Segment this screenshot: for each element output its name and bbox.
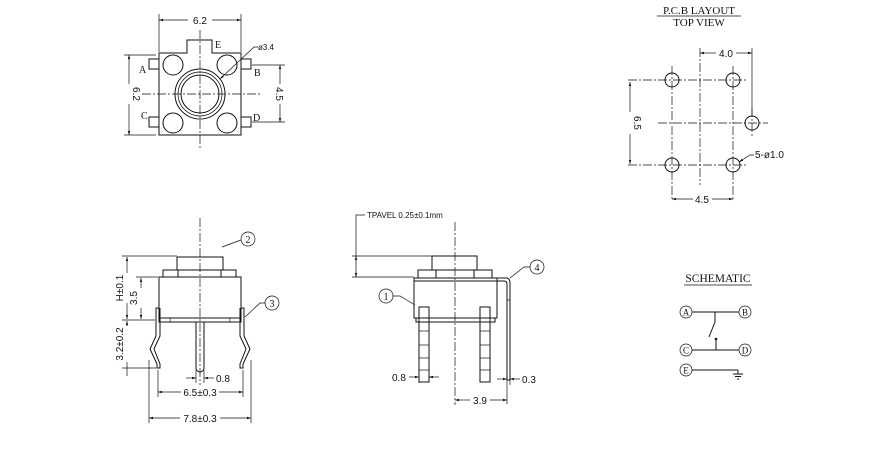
pin-label-c: C (141, 111, 148, 122)
pin-label-b: B (254, 68, 261, 79)
terminal-thickness: 0.3 (522, 375, 536, 386)
callout-3-label: 3 (270, 299, 275, 310)
callout-3 (264, 295, 280, 311)
travel-label: TPAVEL 0.25±0.1mm (367, 211, 443, 220)
pin-label-a: A (139, 65, 147, 76)
front-lead-width: 0.8 (216, 374, 230, 385)
front-pitch-dim: 6.5±0.3 (183, 388, 217, 399)
node-a-label: A (683, 308, 690, 318)
callout-4-label: 4 (535, 263, 540, 274)
pcb-hole-spec: 5-ø1.0 (755, 150, 784, 161)
pcb-subtitle: TOP VIEW (673, 17, 725, 29)
top-pitch-dim: 4.5 (273, 87, 284, 101)
pcb-layout: P.C.B LAYOUT TOP VIEW 4.0 6.5 4.5 5-ø1.0 (628, 5, 784, 206)
schematic-title: SCHEMATIC (685, 273, 751, 285)
node-d (738, 343, 752, 357)
node-d-label: D (742, 346, 749, 356)
schematic: SCHEMATIC A B C D E (679, 273, 752, 380)
button-diameter: ø3.4 (258, 43, 275, 52)
node-b-label: B (742, 308, 748, 318)
node-e-label: E (683, 366, 689, 376)
top-view: 6.2 6.2 4.5 ø3.4 A B C D E (124, 14, 285, 148)
pcb-dim-left: 6.5 (631, 116, 642, 130)
callout-2 (240, 231, 256, 247)
front-body-dim: 3.5 (129, 291, 140, 305)
pcb-title: P.C.B LAYOUT (663, 5, 735, 17)
side-offset-dim: 3.9 (473, 396, 487, 407)
front-lead-dim: 3.2±0.2 (115, 327, 126, 361)
pcb-holes (664, 72, 760, 173)
callout-1-label: 1 (384, 292, 389, 303)
pin-label-e: E (215, 40, 221, 51)
pcb-dim-top: 4.0 (719, 49, 733, 60)
callout-4 (529, 259, 545, 275)
side-lead-width: 0.8 (392, 373, 406, 384)
node-a (679, 305, 693, 319)
node-c (679, 343, 693, 357)
front-height-dim: H±0.1 (115, 274, 126, 301)
node-e (679, 363, 693, 377)
ground-icon (733, 370, 743, 380)
front-overall-dim: 7.8±0.3 (183, 414, 217, 425)
node-b (738, 305, 752, 319)
callout-1 (378, 288, 394, 304)
callout-2-label: 2 (246, 235, 251, 246)
pcb-dim-bottom: 4.5 (695, 195, 709, 206)
front-view: H±0.1 3.5 3.2±0.2 0.8 6.5±0.3 7.8±0.3 2 … (115, 218, 280, 425)
node-c-label: C (683, 346, 689, 356)
side-view: TPAVEL 0.25±0.1mm 0.8 0.3 3.9 1 4 (352, 211, 545, 407)
side-leads (418, 306, 491, 383)
pin-label-d: D (253, 113, 260, 124)
top-width-dim: 6.2 (193, 16, 207, 27)
top-height-dim: 6.2 (130, 87, 141, 101)
